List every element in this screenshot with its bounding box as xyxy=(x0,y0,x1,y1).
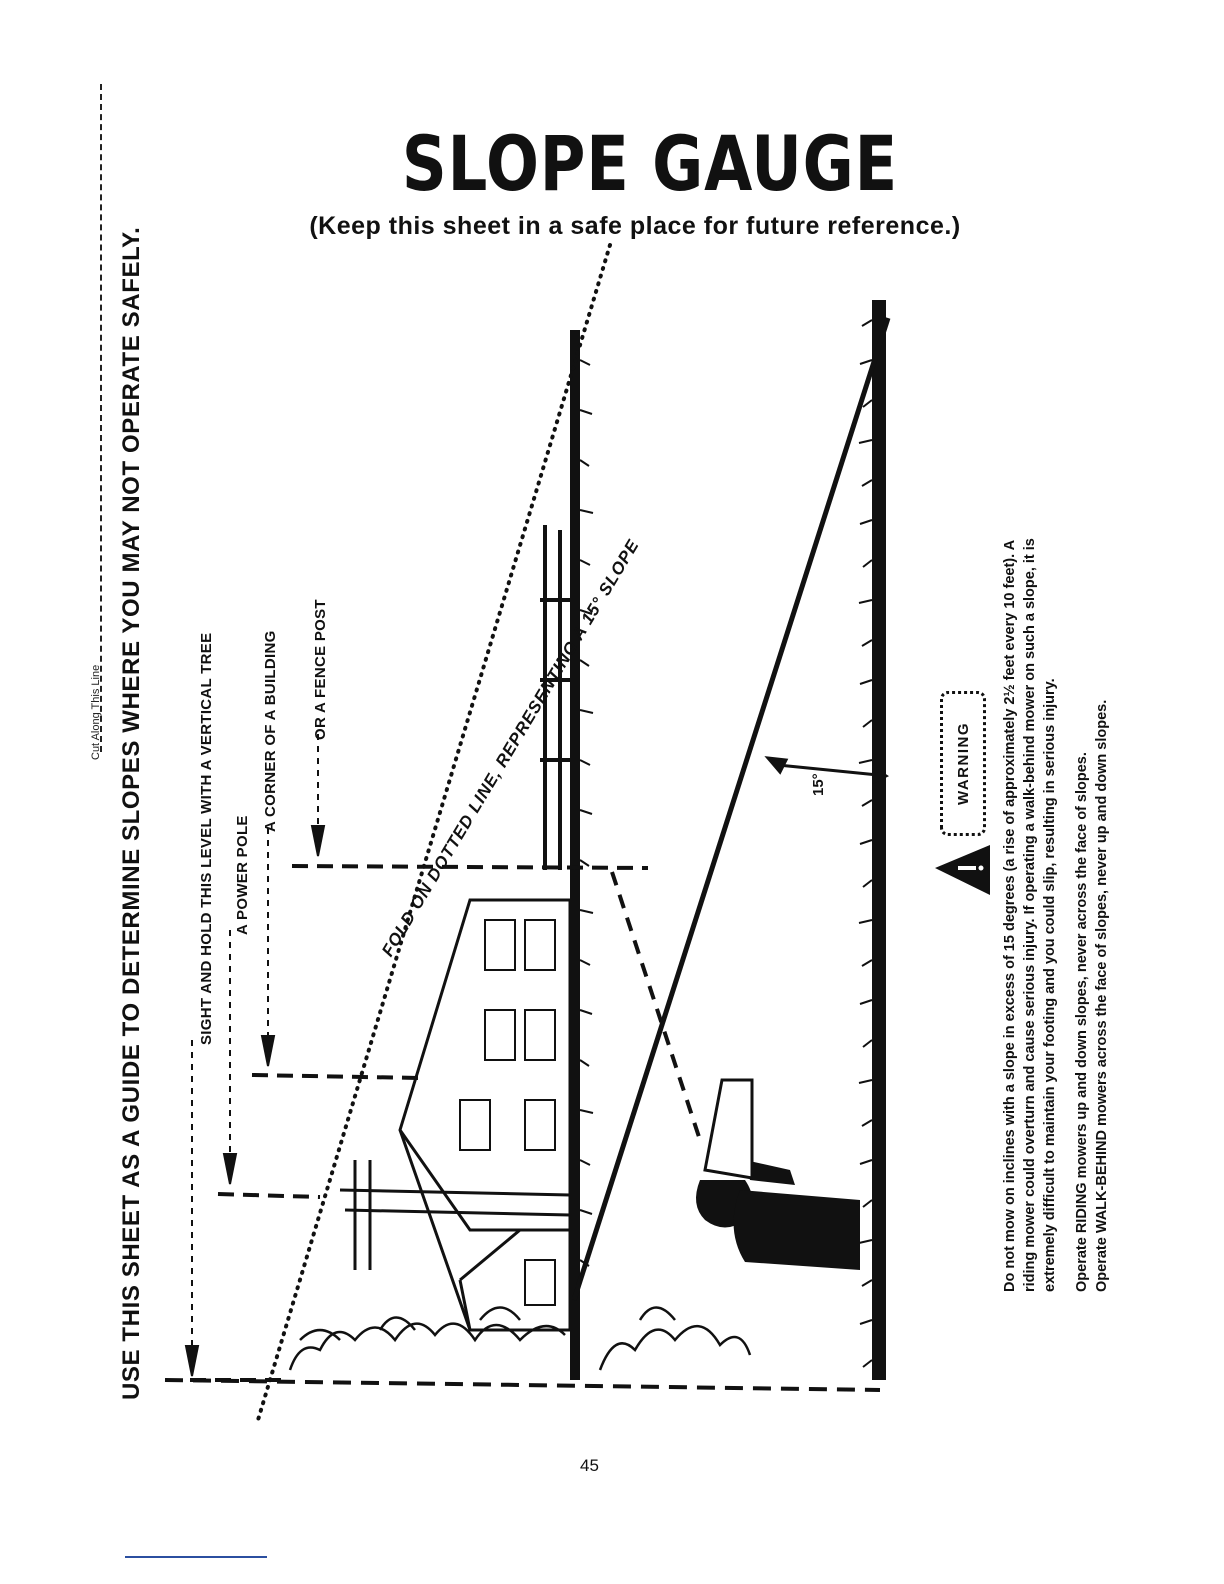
gauge-sheet-drawing xyxy=(703,1078,754,1180)
warning-line: riding mower could overturn and cause se… xyxy=(1022,538,1038,1292)
warning-line: Operate WALK-BEHIND mowers across the fa… xyxy=(1094,699,1110,1292)
sight-label-fence: OR A FENCE POST xyxy=(312,599,329,740)
house-drawing xyxy=(398,898,572,1332)
warning-badge: WARNING xyxy=(940,691,986,836)
warning-line: Operate RIDING mowers up and down slopes… xyxy=(1074,752,1090,1292)
sight-label-building: A CORNER OF A BUILDING xyxy=(262,630,279,832)
fold-dotted-line xyxy=(256,243,612,1422)
angle-arc xyxy=(764,756,889,785)
shrubs-drawing xyxy=(288,1306,752,1371)
warning-line: extremely difficult to maintain your foo… xyxy=(1042,678,1058,1292)
page-subtitle: (Keep this sheet in a safe place for fut… xyxy=(309,212,961,240)
power-pole-drawing xyxy=(339,1160,571,1270)
page-number: 45 xyxy=(580,1456,599,1475)
page-title: SLOPE GAUGE xyxy=(401,119,899,208)
warning-line: Do not mow on inclines with a slope in e… xyxy=(1002,539,1018,1292)
person-silhouette xyxy=(696,1160,860,1270)
angle-label: 15° xyxy=(810,773,827,796)
warning-paragraph-2: Operate RIDING mowers up and down slopes… xyxy=(1072,700,1112,1292)
sight-dash-diagonal xyxy=(610,871,702,1141)
cut-line xyxy=(100,84,102,752)
sight-dash-fence xyxy=(291,864,649,870)
sight-label-pole: A POWER POLE xyxy=(234,815,251,935)
sight-dash-building xyxy=(251,1073,421,1080)
arrow-down-icon xyxy=(184,734,326,1377)
fence-drawing xyxy=(540,525,578,870)
grass-texture xyxy=(579,319,873,1368)
footer-rule xyxy=(125,1556,267,1558)
house-edge-line xyxy=(570,330,580,1380)
baseline-dashed xyxy=(164,1378,881,1392)
slope-line xyxy=(571,317,891,1301)
warning-paragraph-1: Do not mow on inclines with a slope in e… xyxy=(1000,538,1060,1292)
ground-line xyxy=(872,300,886,1380)
sight-dash-pole xyxy=(217,1192,321,1199)
sight-label-tree: SIGHT AND HOLD THIS LEVEL WITH A VERTICA… xyxy=(198,632,215,1045)
warning-triangle-icon xyxy=(935,845,990,895)
